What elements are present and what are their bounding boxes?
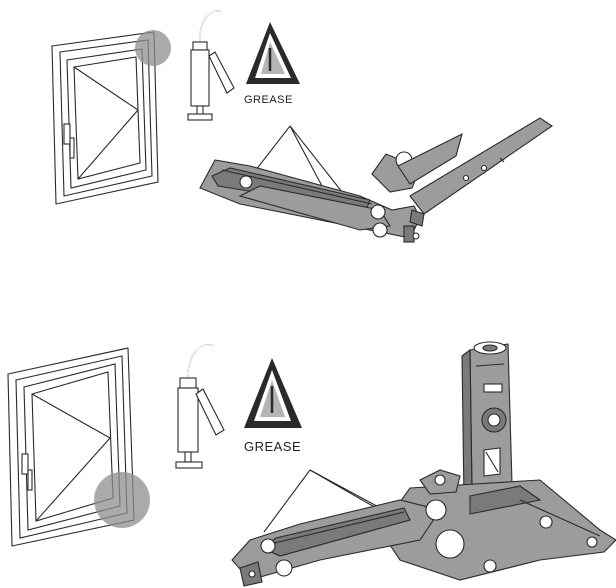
window-icon [7, 347, 150, 547]
grease-label: GREASE [244, 94, 293, 106]
grease-label: GREASE [244, 439, 302, 454]
panel-1 [51, 10, 553, 243]
grease-point-highlight [135, 30, 171, 66]
hinge-pivot-icon [231, 341, 616, 587]
warning-triangle-icon [244, 358, 302, 428]
window-icon [51, 30, 171, 205]
panel-2 [7, 341, 616, 587]
warning-triangle-icon [246, 22, 300, 84]
grease-gun-icon [187, 10, 235, 121]
grease-point-highlight [94, 472, 150, 528]
hinge-arm-icon [199, 117, 553, 243]
grease-gun-icon [175, 344, 225, 469]
grease-leader-lines [251, 125, 351, 203]
